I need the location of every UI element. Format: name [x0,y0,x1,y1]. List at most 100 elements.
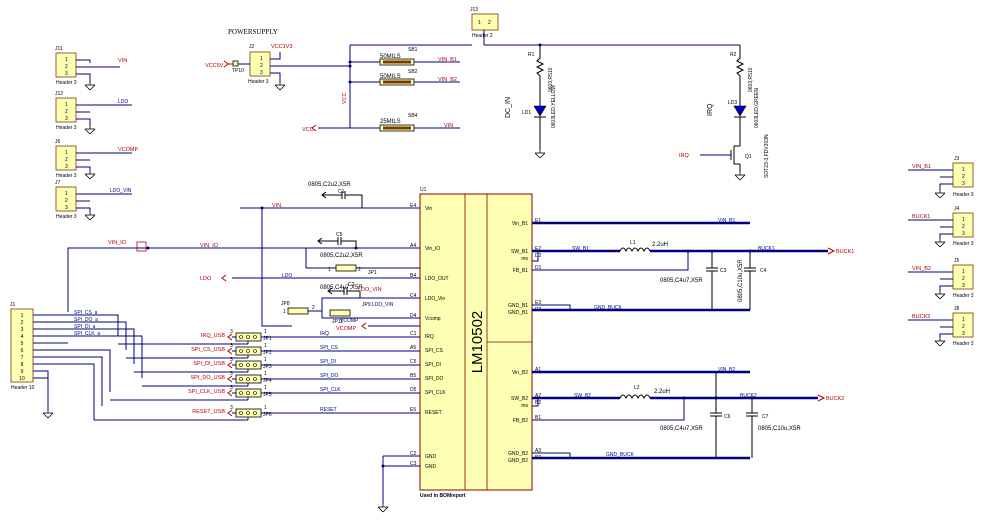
svg-text:0603LED,GREEN: 0603LED,GREEN [754,88,760,128]
r2-resistor: R2 0603,R510 [730,45,754,96]
pin-name: Vin_B1 [512,221,528,227]
pin-number: 3 [230,357,233,363]
header-j7: J7 123 Header 3 LDO_VIN [55,180,132,221]
svg-text:1: 1 [283,309,286,315]
header-j8: J8 123 Header 3 BUCK2 [908,306,974,347]
pin-name: SPI_CLK [425,390,446,396]
header-j2: J2 123 Header 3 VCC1V3 VCC5V TP10 [205,44,292,91]
svg-text:GND_BUCK: GND_BUCK [594,305,622,311]
svg-text:R1: R1 [528,52,535,58]
svg-text:Header 3: Header 3 [56,214,77,220]
svg-text:VIN_IO: VIN_IO [200,243,219,249]
inductor-l2: L2 2.2uH [619,385,670,400]
svg-text:J1: J1 [10,302,16,308]
pin-name: Vin [425,206,432,212]
pin-name: ms [521,256,528,262]
net-label-vin-j11: VIN [118,58,127,64]
port-arrow [227,333,233,341]
svg-text:3: 3 [65,205,68,211]
svg-text:J13: J13 [470,7,478,13]
jumper-ref: JP2 [263,350,272,356]
jumper-ref: JP5 [263,392,272,398]
svg-text:3: 3 [65,164,68,170]
ld3-led: LD3 0603LED,GREEN IRQ [707,88,760,146]
svg-text:VIN_B2: VIN_B2 [718,367,735,373]
svg-text:3: 3 [962,283,965,289]
svg-text:VCOMP: VCOMP [118,147,139,153]
pin-number: 1 [264,371,267,377]
svg-text:J8: J8 [954,306,960,312]
svg-text:C4: C4 [760,268,767,274]
svg-text:Header 3: Header 3 [953,192,974,198]
svg-text:2: 2 [962,174,965,180]
svg-text:BUCK2: BUCK2 [912,314,930,320]
pin-number: E5 [410,407,416,413]
q1-mosfet: Q1 SOT23-3,FDV303N IRQ [679,134,770,181]
vcc-port: VCC [302,127,314,133]
svg-text:LDO: LDO [118,99,128,105]
svg-text:J12: J12 [55,91,63,97]
jumper-pin [239,335,243,339]
jumper-pin [239,391,243,395]
svg-text:0603,R510: 0603,R510 [748,67,754,92]
jumper-pin [239,377,243,381]
j1-pin: 5 [21,341,24,347]
svg-text:0603LED,YELLOW: 0603LED,YELLOW [551,85,557,128]
capacitor-c2: C2 0805,C4u7,X5R [320,282,363,298]
bom-note: Used in BOMreport [420,493,466,499]
capacitor-c3: C3 0805,C4u7,X5R [660,251,727,310]
svg-text:BUCK1: BUCK1 [758,246,775,252]
svg-text:C3: C3 [720,268,727,274]
svg-text:3: 3 [962,331,965,337]
jumper-pin [239,363,243,367]
pin-name: IRQ [425,334,434,340]
pin-name: SPI_CS [425,348,443,354]
pin-name: SW_B2 [511,396,528,402]
svg-text:0805,C10u,X5R: 0805,C10u,X5R [738,259,744,302]
svg-text:2.2uH: 2.2uH [654,389,670,395]
svg-text:Header 3: Header 3 [953,341,974,347]
svg-text:BUCK2: BUCK2 [740,393,757,399]
svg-text:Header 2: Header 2 [472,33,493,39]
pin-name: GND [425,454,437,460]
svg-text:LD3: LD3 [728,100,737,106]
svg-text:L1: L1 [630,240,636,246]
jumper-jp9: JP9 [362,302,371,308]
jumper-pin [246,391,250,395]
port-arrow [227,375,233,383]
powersupply-title: POWERSUPPLY [228,28,278,36]
jumper-pin [246,411,250,415]
svg-text:2: 2 [962,224,965,230]
r1-resistor: R1 0603,R510 [528,45,554,96]
svg-text:1: 1 [962,167,965,173]
signal-net-label: SPI_CLK [320,387,341,393]
jumper-ref: JP3 [263,364,272,370]
pin-name: GND [425,464,437,470]
svg-text:VCOMP: VCOMP [340,318,359,324]
pin-number: 1 [264,385,267,391]
j1-pin: 9 [21,369,24,375]
svg-text:J4: J4 [954,206,960,212]
svg-text:1: 1 [65,191,68,197]
vcomp-port: VCOMP [336,326,357,332]
svg-text:LDO: LDO [282,273,292,279]
pin-number: C4 [410,293,417,299]
svg-text:SPI_DO_a: SPI_DO_a [74,317,98,323]
pin-name: SPI_DI [425,362,441,368]
svg-text:Q1: Q1 [745,154,752,160]
pin-name: RESET [425,410,442,416]
pin-name: Vin_B2 [512,370,528,376]
svg-text:0805,C2u2,X5R: 0805,C2u2,X5R [320,253,363,259]
jumper-pin [246,335,250,339]
svg-text:GND_BUCK: GND_BUCK [606,452,634,458]
chip-name: LM10502 [469,311,486,374]
svg-text:Header 3: Header 3 [248,79,269,85]
svg-text:LD1: LD1 [522,110,531,116]
j1-pin: 7 [21,355,24,361]
pin-number: C5 [410,359,417,365]
j1-pin: 8 [21,362,24,368]
